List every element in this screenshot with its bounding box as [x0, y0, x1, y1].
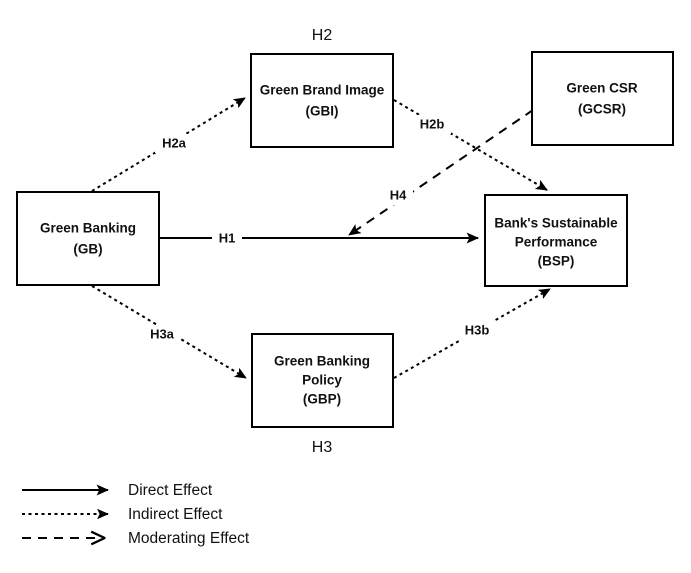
path-h1: H1	[159, 228, 479, 248]
legend-item-moderating: Moderating Effect	[22, 530, 250, 547]
path-h3b-label: H3b	[465, 322, 490, 337]
label-h3: H3	[312, 439, 333, 456]
legend-direct-label: Direct Effect	[128, 482, 213, 499]
node-gbp-line1: Green Banking	[274, 354, 370, 369]
node-green-csr-line1: Green CSR	[566, 81, 638, 96]
label-h2: H2	[312, 27, 333, 44]
path-h1-label-bg	[212, 228, 242, 248]
node-green-csr-box[interactable]	[531, 51, 674, 146]
path-h3a-label-bg	[143, 325, 181, 344]
path-h1-label: H1	[219, 230, 236, 245]
path-h4-label: H4	[390, 187, 407, 202]
node-bsp-line1: Bank's Sustainable	[494, 216, 618, 231]
node-green-brand-image-box[interactable]	[250, 53, 394, 148]
node-green-banking-line1: Green Banking	[40, 221, 136, 236]
path-h4: H4	[348, 109, 534, 236]
node-green-brand-image-line2: (GBI)	[306, 104, 339, 119]
path-h3b: H3b	[393, 288, 551, 379]
node-bsp-line3: (BSP)	[538, 254, 575, 269]
path-h3b-label-bg	[458, 321, 496, 340]
node-bsp-line2: Performance	[515, 235, 598, 250]
node-green-csr-line2: (GCSR)	[578, 102, 626, 117]
legend-item-indirect: Indirect Effect	[22, 506, 223, 523]
path-h3a: H3a	[91, 285, 247, 379]
node-green-banking[interactable]: Green Banking (GB)	[16, 191, 160, 286]
legend-indirect-label: Indirect Effect	[128, 506, 223, 523]
path-h4-line	[348, 109, 534, 236]
path-h2a-label: H2a	[162, 135, 187, 150]
node-gbp-line3: (GBP)	[303, 392, 341, 407]
path-h2a: H2a	[91, 97, 246, 192]
legend-moderating-label: Moderating Effect	[128, 530, 250, 547]
node-green-banking-policy-box[interactable]	[251, 333, 394, 428]
path-h2b: H2b	[393, 99, 548, 191]
path-h4-label-bg	[383, 186, 413, 205]
legend-item-direct: Direct Effect	[22, 482, 213, 499]
path-h3a-label: H3a	[150, 326, 175, 341]
path-h2b-label: H2b	[420, 116, 445, 131]
node-bank-sustainable-performance-box[interactable]	[484, 194, 628, 287]
node-green-brand-image-line1: Green Brand Image	[260, 83, 385, 98]
node-green-banking-policy[interactable]: Green Banking Policy (GBP)	[251, 333, 394, 428]
legend: Direct Effect Indirect Effect Moderating…	[22, 482, 250, 547]
path-h2a-label-bg	[155, 134, 193, 153]
node-green-csr[interactable]: Green CSR (GCSR)	[531, 51, 674, 146]
path-h2b-line	[393, 99, 548, 191]
node-bank-sustainable-performance[interactable]: Bank's Sustainable Performance (BSP)	[484, 194, 628, 287]
node-gbp-line2: Policy	[302, 373, 342, 388]
path-h3b-line	[393, 288, 551, 379]
node-green-banking-box[interactable]	[16, 191, 160, 286]
path-h2b-label-bg	[413, 115, 451, 134]
node-green-brand-image[interactable]: Green Brand Image (GBI)	[250, 53, 394, 148]
node-green-banking-line2: (GB)	[73, 242, 102, 257]
